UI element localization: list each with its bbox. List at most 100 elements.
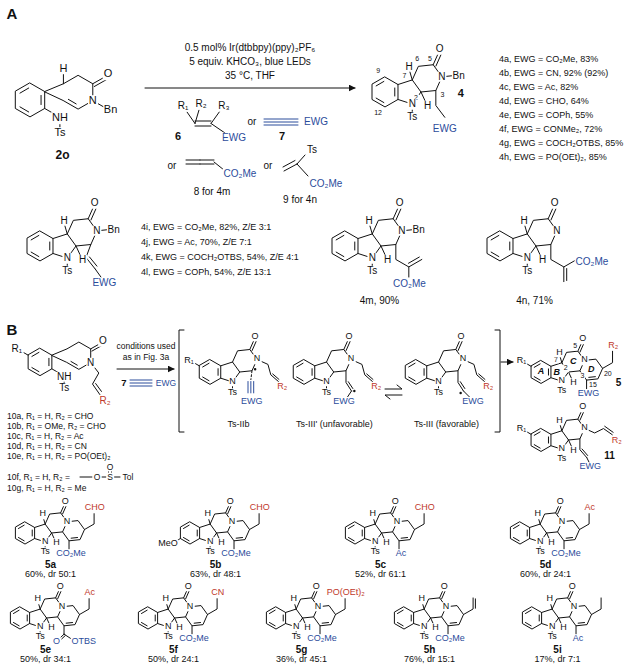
atom-label: O xyxy=(550,198,560,209)
atom-label: R₂ xyxy=(611,436,623,445)
molecule xyxy=(180,503,232,550)
molecule xyxy=(531,409,585,458)
atom-label: H xyxy=(290,595,299,604)
caption-text: 60%, dr 24:1 xyxy=(519,570,572,579)
atom-label: R₁ xyxy=(516,425,528,434)
atom-label: N xyxy=(228,377,237,386)
entry-text: 4d, EWG = CHO, 64% xyxy=(498,97,590,106)
bond xyxy=(525,225,541,255)
atom-label: H xyxy=(534,510,543,519)
atom-label: H xyxy=(569,378,578,387)
ring-letter: C xyxy=(569,357,578,366)
atom-label: Ts xyxy=(291,632,302,641)
atom-label: H xyxy=(569,446,578,455)
atom-label: O xyxy=(226,497,235,506)
entry-text: 4l, EWG = COPh, 54%, Z/E 13:1 xyxy=(140,268,272,277)
entry-text: 4j, EWG = Ac, 70%, Z/E 7:1 xyxy=(140,238,253,247)
atom-label: R₁ xyxy=(177,101,190,112)
compound-number: 2o xyxy=(54,148,70,161)
atom-label: CO₂Me xyxy=(575,257,610,268)
ring-bonds xyxy=(63,513,95,549)
entry-text: 4c, EWG = Ac, 82% xyxy=(498,83,579,92)
atom-label: Ts xyxy=(61,266,73,277)
atom-label: N xyxy=(58,602,67,611)
atom-label: EWG xyxy=(91,278,117,289)
alkene xyxy=(187,110,225,133)
bond xyxy=(475,599,476,608)
atom-label: O xyxy=(440,582,449,591)
atom-label: N xyxy=(36,622,45,631)
alkyne xyxy=(248,382,254,393)
atom-label: N xyxy=(88,95,98,107)
ring-bonds xyxy=(558,513,590,549)
atom-label: Ac xyxy=(583,504,596,513)
atom-label: H xyxy=(555,348,564,357)
atom-label: R₂ xyxy=(482,382,494,391)
atom-label: Bn xyxy=(106,225,120,236)
atom-label: N xyxy=(523,253,532,264)
molecule xyxy=(487,205,557,269)
atom-label: Ts xyxy=(35,632,46,641)
atom-label: H xyxy=(217,538,226,547)
atom-label: EWG xyxy=(432,124,458,135)
atom-label: Ts xyxy=(227,388,238,397)
caption-text: 50%, dr 34:1 xyxy=(19,655,72,664)
atom-label: H xyxy=(383,255,392,266)
atom-label: N xyxy=(41,537,50,546)
ring-bonds xyxy=(580,351,613,388)
entry-text: 4f, EWG = CONMe₂, 72% xyxy=(498,125,603,134)
ring-bonds xyxy=(228,513,260,549)
atom-label: Ts xyxy=(366,266,378,277)
caption-text: 9 for 4n xyxy=(282,195,318,206)
ring-bonds xyxy=(314,598,346,634)
atom-label: N xyxy=(459,355,468,364)
atom-label: Tol xyxy=(122,473,135,482)
atom-label: H xyxy=(52,538,61,547)
molecule xyxy=(15,503,67,550)
atom-label: O xyxy=(184,582,193,591)
entry-text: 10e, R₁ = H, R₂ = PO(OEt)₂ xyxy=(6,452,111,461)
entry-text: 4i, EWG = CO₂Me, 82%, Z/E 3:1 xyxy=(140,223,272,232)
atom-label: R₂ xyxy=(607,341,619,350)
atom-label: Bn xyxy=(411,225,425,236)
atom-label: H xyxy=(546,595,555,604)
atom-label: Ac xyxy=(572,635,585,644)
atom-label: Ac xyxy=(83,589,96,598)
atom-label: O xyxy=(391,497,400,506)
atom-label: N xyxy=(371,537,380,546)
atom-label: Ts xyxy=(419,632,430,641)
entry-text: 4e, EWG = COPh, 55% xyxy=(498,111,594,120)
atom-label: EWG xyxy=(221,133,247,144)
atom-label: H xyxy=(60,215,69,226)
atom-label: O xyxy=(568,582,577,591)
atom-label: Bn xyxy=(103,105,118,117)
caption-text: 5 equiv. KHCO₃, blue LEDs xyxy=(188,57,312,68)
atom-label: S xyxy=(106,473,114,482)
molecule xyxy=(332,205,402,269)
atom-label: CO₂Me xyxy=(392,279,427,290)
caption-text: as in Fig. 3a xyxy=(122,353,170,362)
atom-label: Ts xyxy=(433,388,444,397)
allene xyxy=(186,160,224,170)
position-number: 7 xyxy=(402,72,408,79)
molecule xyxy=(28,342,102,384)
reaction-arrow xyxy=(145,88,355,89)
entry-text: 4a, EWG = CO₂Me, 83% xyxy=(498,55,599,64)
atom-label: N xyxy=(570,602,579,611)
atom-label: H xyxy=(547,538,556,547)
atom-label: EWG xyxy=(461,398,485,407)
atom-label: N xyxy=(206,537,215,546)
atom-label: O xyxy=(90,198,100,209)
atom-label: Ts xyxy=(370,547,381,556)
caption-text: Ts-III' (unfavorable) xyxy=(295,420,374,429)
entry-text: 4b, EWG = CN, 92% (92%) xyxy=(498,69,609,78)
atom-label: N xyxy=(397,226,406,237)
ring-bonds xyxy=(570,598,602,634)
caption-text: or xyxy=(167,161,178,172)
radical-dot xyxy=(353,390,355,392)
caption-text: conditions used xyxy=(115,342,176,351)
atom-label: CHO xyxy=(414,504,436,513)
atom-label: O xyxy=(98,336,108,347)
atom-label: N xyxy=(164,622,173,631)
bond xyxy=(410,71,426,101)
